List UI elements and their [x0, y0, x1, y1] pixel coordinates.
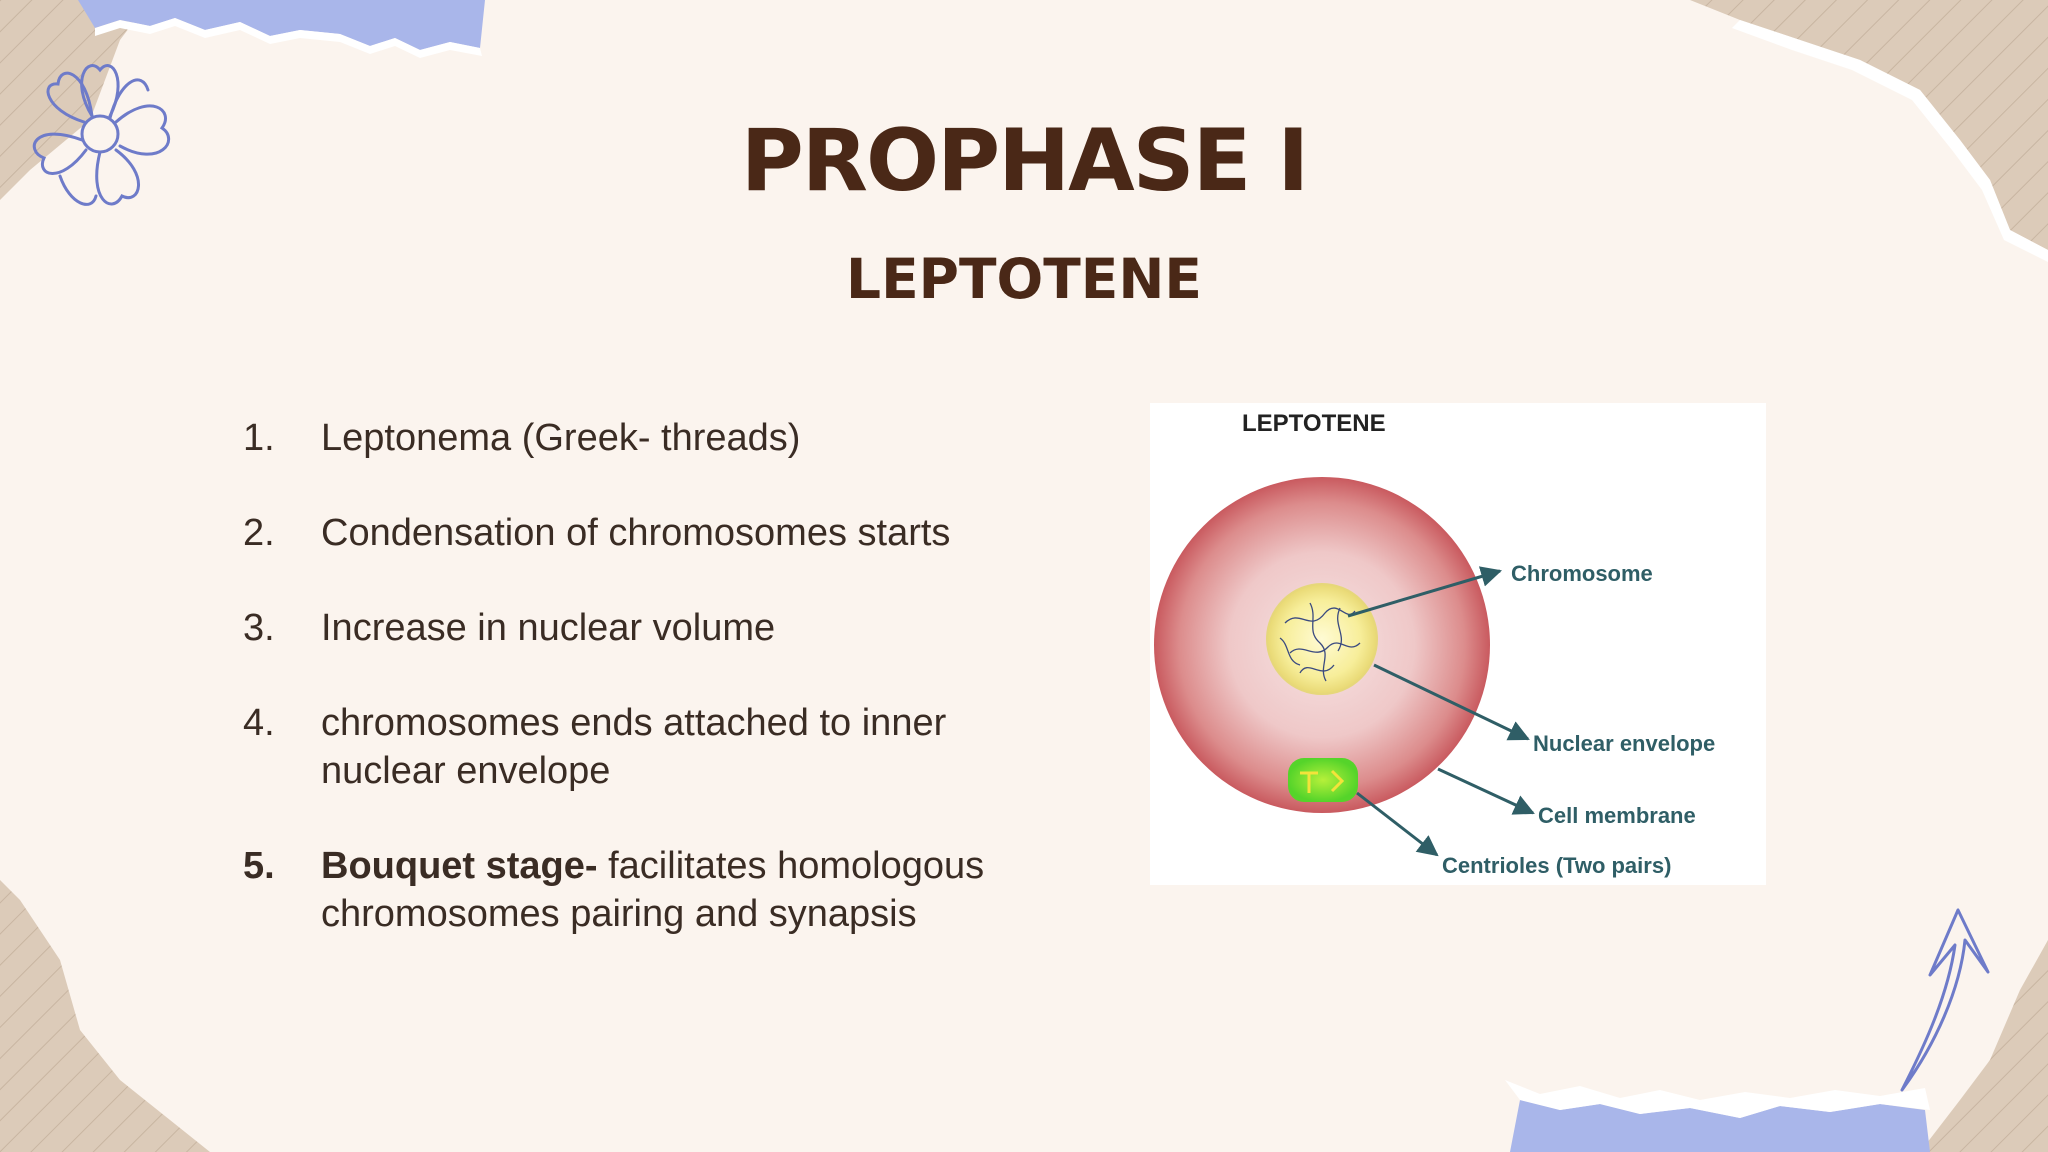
diagram-title: LEPTOTENE: [1242, 410, 1386, 437]
list-item: 2. Condensation of chromosomes starts: [243, 509, 1103, 557]
label-centrioles: Centrioles (Two pairs): [1442, 853, 1671, 878]
flower-doodle-icon: [32, 64, 171, 206]
list-item: 5. Bouquet stage- facilitates homologous…: [243, 842, 1111, 938]
nucleus-shape: [1266, 583, 1378, 695]
label-nuclear-envelope: Nuclear envelope: [1533, 731, 1715, 756]
list-text: Increase in nuclear volume: [321, 607, 776, 649]
list-text: Leptonema (Greek- threads): [321, 417, 801, 459]
list-item: 4. chromosomes ends attached to inner nu…: [243, 699, 1021, 795]
chromosome-threads: [1279, 602, 1361, 682]
list-text: Condensation of chromosomes starts: [321, 512, 951, 554]
label-cell-membrane: Cell membrane: [1538, 803, 1696, 828]
torn-paper-tan-topleft: [0, 0, 150, 200]
centriole-marks: [1300, 769, 1345, 793]
torn-paper-blue-top: [78, 0, 485, 50]
list-text: facilitates homologous chromosomes pairi…: [321, 845, 985, 935]
list-number: 4.: [243, 702, 275, 744]
centrioles-shape: [1288, 758, 1358, 802]
list-number: 1.: [243, 417, 275, 459]
torn-paper-blue-bottom: [1510, 1100, 1930, 1152]
torn-paper-tan-bottomright: [1920, 940, 2048, 1152]
label-chromosome: Chromosome: [1511, 561, 1653, 586]
point-list: 1. Leptonema (Greek- threads) 2. Condens…: [243, 414, 1103, 985]
list-number: 3.: [243, 607, 275, 649]
arrow-up-doodle-icon: [1900, 908, 1990, 1092]
torn-paper-tan-topright: [1690, 0, 2048, 250]
slide-title: PROPHASE I: [740, 111, 1310, 211]
list-item: 1. Leptonema (Greek- threads): [243, 414, 1103, 462]
slide-subtitle: LEPTOTENE: [846, 247, 1202, 311]
list-number: 5.: [243, 845, 275, 887]
torn-paper-tan-bottomleft: [0, 880, 210, 1152]
list-number: 2.: [243, 512, 275, 554]
list-item: 3. Increase in nuclear volume: [243, 604, 1103, 652]
leptotene-diagram: LEPTOTENE Chromosome Nuclear: [1150, 403, 1766, 885]
list-lead: Bouquet stage-: [321, 845, 598, 887]
list-text: chromosomes ends attached to inner nucle…: [321, 702, 947, 792]
